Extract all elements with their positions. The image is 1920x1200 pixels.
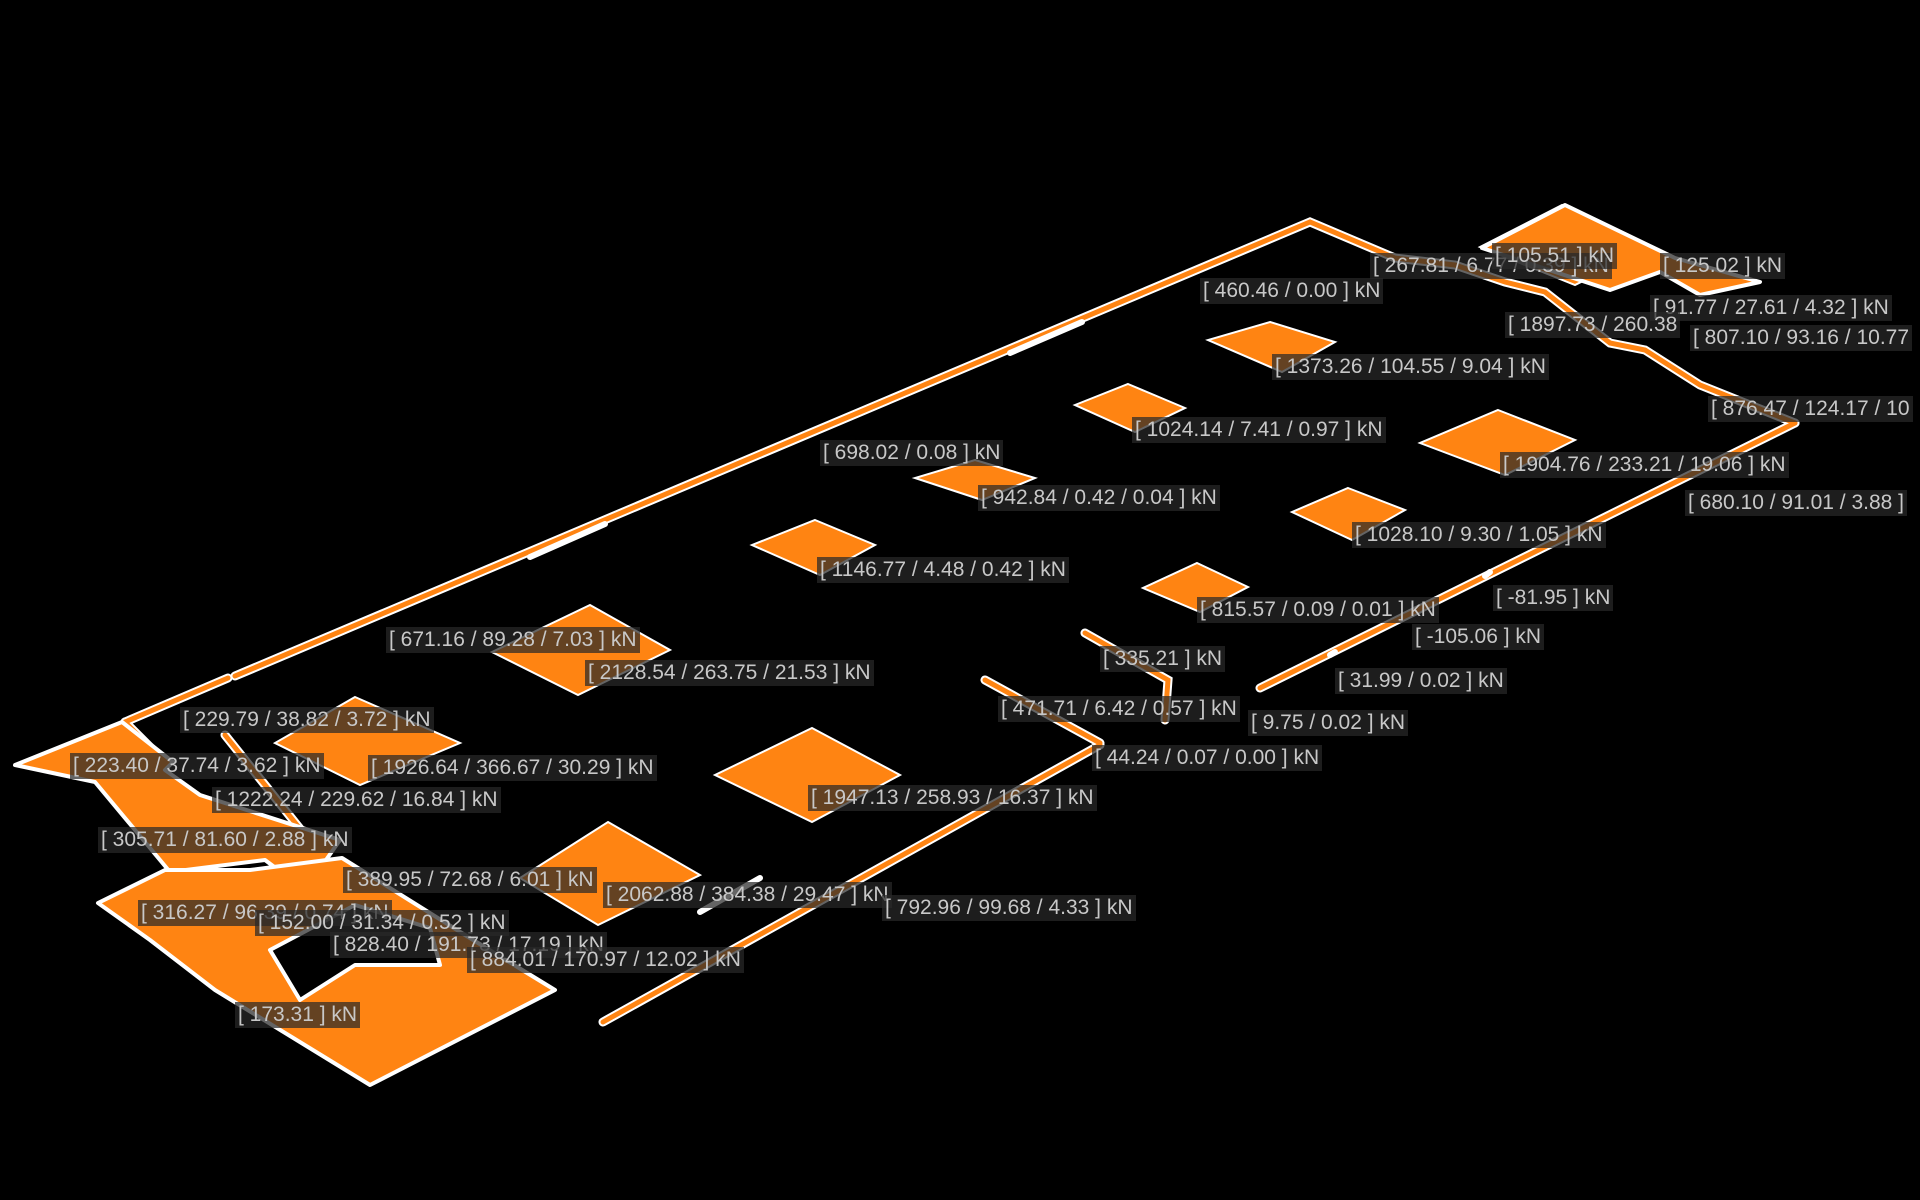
reaction-label: [ 389.95 / 72.68 / 6.01 ] kN	[343, 867, 597, 893]
reaction-label: [ 815.57 / 0.09 / 0.01 ] kN	[1197, 597, 1439, 623]
reaction-label: [ 44.24 / 0.07 / 0.00 ] kN	[1092, 745, 1323, 771]
reaction-label: [ 305.71 / 81.60 / 2.88 ] kN	[98, 827, 352, 853]
reaction-label: [ 792.96 / 99.68 / 4.33 ] kN	[882, 895, 1136, 921]
reaction-label: [ 31.99 / 0.02 ] kN	[1335, 668, 1507, 694]
reaction-label: [ 1897.73 / 260.38	[1505, 312, 1681, 338]
reaction-label: [ 173.31 ] kN	[235, 1002, 361, 1028]
reaction-label: [ -105.06 ] kN	[1412, 624, 1545, 650]
reaction-label: [ 876.47 / 124.17 / 10	[1708, 396, 1913, 422]
reaction-label: [ 2128.54 / 263.75 / 21.53 ] kN	[585, 660, 874, 686]
reaction-label: [ 1947.13 / 258.93 / 16.37 ] kN	[808, 785, 1097, 811]
reaction-label: [ 942.84 / 0.42 / 0.04 ] kN	[978, 485, 1220, 511]
reaction-label: [ 1146.77 / 4.48 / 0.42 ] kN	[817, 557, 1069, 583]
reaction-label: [ -81.95 ] kN	[1493, 585, 1614, 611]
column-footing[interactable]	[518, 820, 703, 927]
reaction-label: [ 807.10 / 93.16 / 10.77	[1690, 325, 1913, 351]
reaction-label: [ 1222.24 / 229.62 / 16.84 ] kN	[212, 787, 501, 813]
reaction-label: [ 335.21 ] kN	[1100, 646, 1226, 672]
reaction-label: [ 105.51 ] kN	[1492, 243, 1618, 269]
reaction-label: [ 223.40 / 37.74 / 3.62 ] kN	[70, 753, 324, 779]
reaction-label: [ 229.79 / 38.82 / 3.72 ] kN	[180, 707, 434, 733]
reaction-label: [ 152.00 / 31.34 / 0.52 ] kN	[255, 910, 509, 936]
reaction-label: [ 9.75 / 0.02 ] kN	[1248, 710, 1409, 736]
reaction-label: [ 2062.88 / 384.38 / 29.47 ] kN	[603, 882, 892, 908]
reaction-label: [ 1028.10 / 9.30 / 1.05 ] kN	[1352, 522, 1606, 548]
reaction-label: [ 698.02 / 0.08 ] kN	[820, 440, 1004, 466]
reaction-label: [ 671.16 / 89.28 / 7.03 ] kN	[386, 627, 640, 653]
reaction-label: [ 1926.64 / 366.67 / 30.29 ] kN	[368, 755, 657, 781]
reaction-label: [ 1904.76 / 233.21 / 19.06 ] kN	[1500, 452, 1789, 478]
reaction-label: [ 471.71 / 6.42 / 0.57 ] kN	[998, 696, 1240, 722]
reaction-label: [ 884.01 / 170.97 / 12.02 ] kN	[467, 947, 744, 973]
reaction-label: [ 91.77 / 27.61 / 4.32 ] kN	[1650, 295, 1892, 321]
reaction-label: [ 125.02 ] kN	[1660, 253, 1786, 279]
reaction-label: [ 460.46 / 0.00 ] kN	[1200, 278, 1384, 304]
reaction-label: [ 680.10 / 91.01 / 3.88 ]	[1685, 490, 1907, 516]
reaction-label: [ 1373.26 / 104.55 / 9.04 ] kN	[1272, 354, 1549, 380]
reaction-label: [ 1024.14 / 7.41 / 0.97 ] kN	[1132, 417, 1386, 443]
